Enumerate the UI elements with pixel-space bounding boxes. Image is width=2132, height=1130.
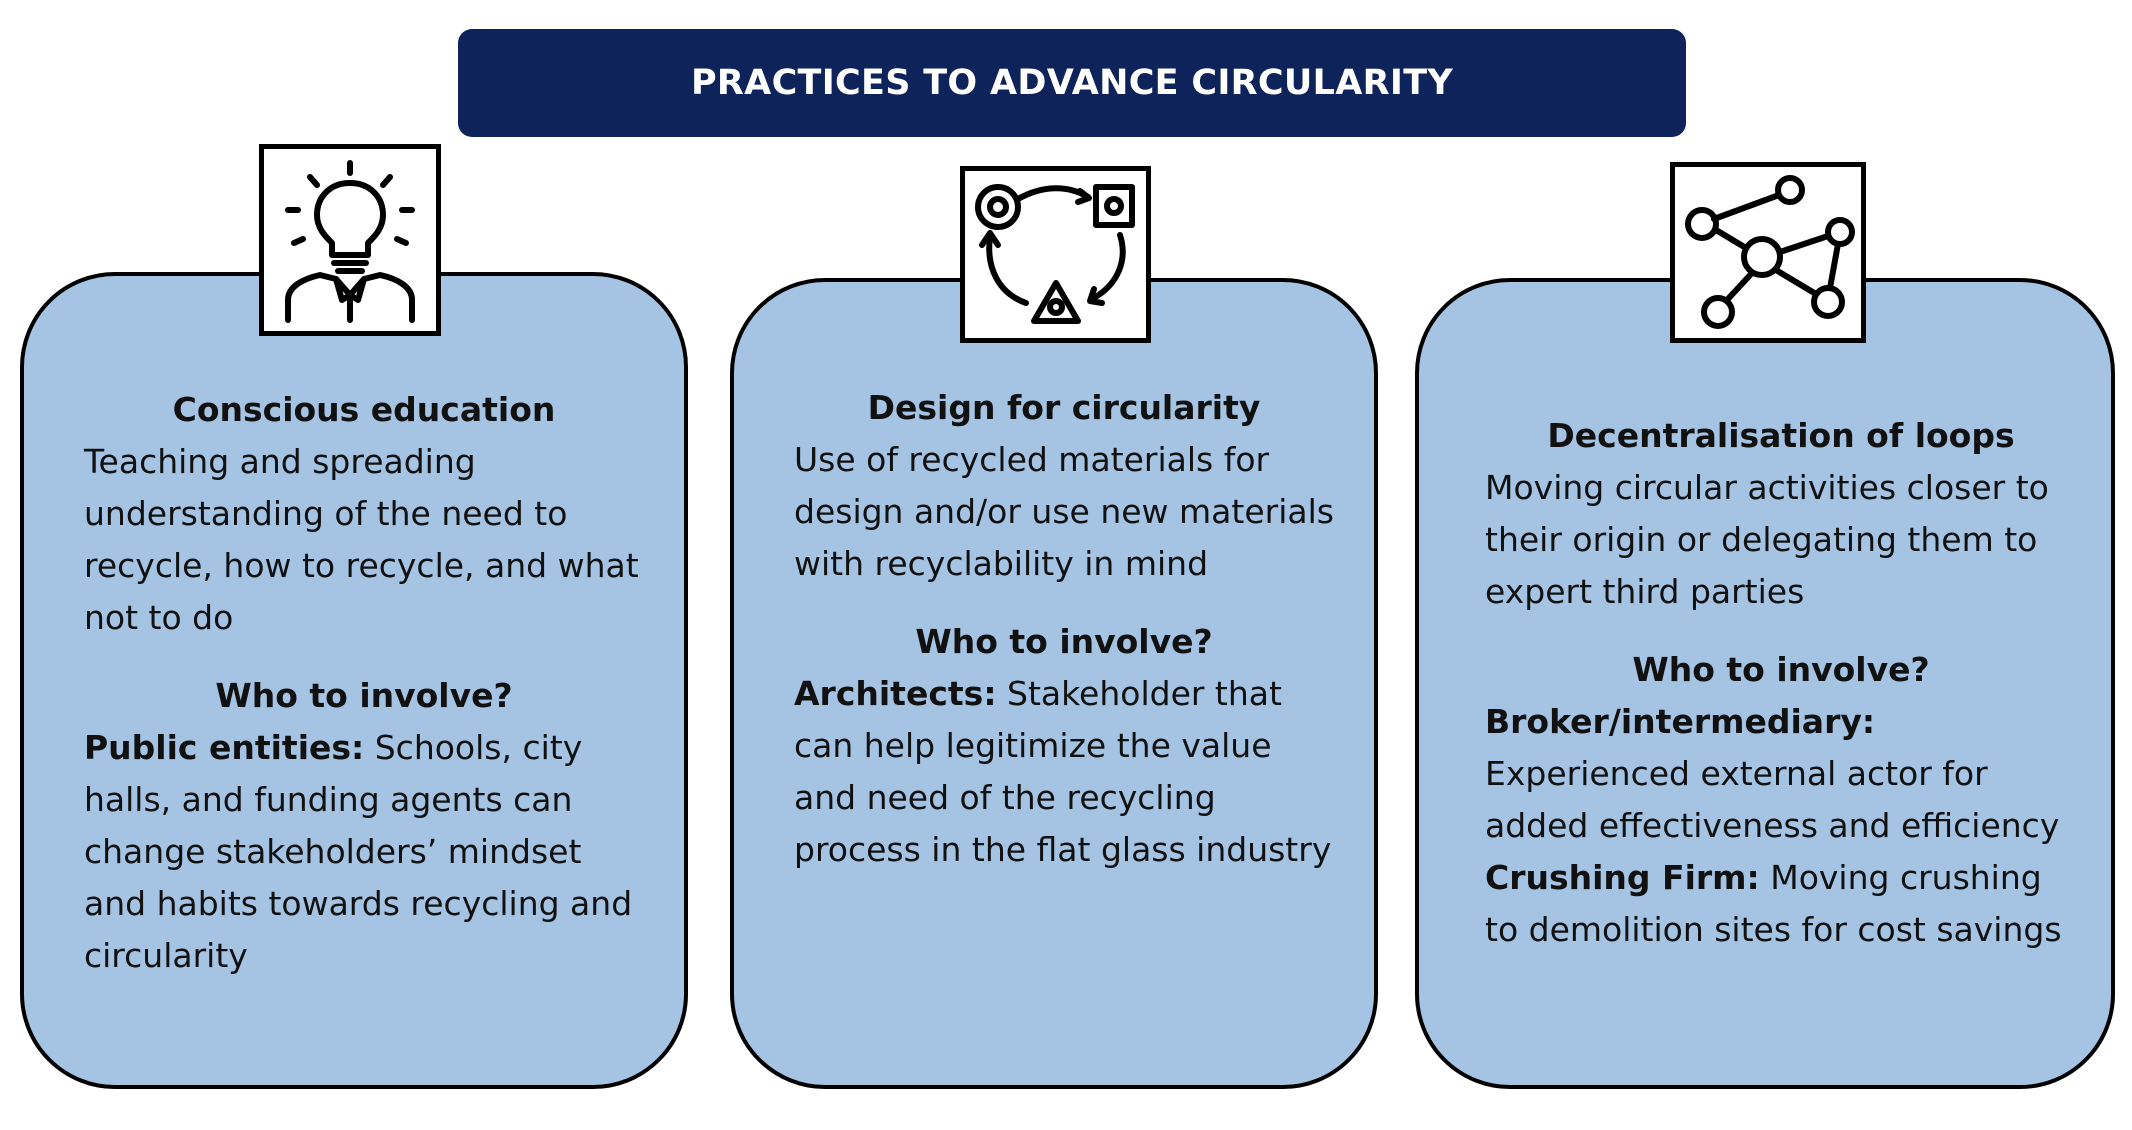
card-description: Teaching and spreading understanding of …	[84, 442, 639, 637]
card-conscious-education: Conscious education Teaching and spreadi…	[20, 272, 688, 1089]
involve-label: Architects:	[794, 674, 997, 713]
lightbulb-person-icon	[259, 144, 441, 336]
involve-item: Architects: Stakeholder that can help le…	[794, 668, 1334, 876]
involve-text: Stakeholder that can help legitimize the…	[794, 674, 1332, 869]
card-heading: Decentralisation of loops	[1547, 416, 2015, 455]
card-heading: Conscious education	[172, 390, 556, 429]
involve-item: Public entities: Schools, city halls, an…	[84, 722, 644, 982]
involve-text: Experienced external actor for added eff…	[1485, 754, 2060, 845]
involve-label: Broker/intermediary:	[1485, 702, 1876, 741]
involve-text: Moving crushing to demolition sites for …	[1485, 858, 2062, 949]
involve-label: Public entities:	[84, 728, 365, 767]
card-description: Use of recycled materials for design and…	[794, 440, 1334, 583]
who-to-involve-heading: Who to involve?	[1632, 650, 1930, 689]
circular-flow-icon	[960, 166, 1151, 343]
involve-label: Crushing Firm:	[1485, 858, 1760, 897]
card-decentralisation-of-loops: Decentralisation of loops Moving circula…	[1415, 278, 2115, 1089]
network-nodes-icon	[1670, 162, 1866, 343]
card-heading: Design for circularity	[867, 388, 1261, 427]
title-banner: PRACTICES TO ADVANCE CIRCULARITY	[458, 29, 1686, 137]
card-description: Moving circular activities closer to the…	[1485, 468, 2049, 611]
card-design-for-circularity: Design for circularity Use of recycled m…	[730, 278, 1378, 1089]
involve-item: Broker/intermediary: Experienced externa…	[1485, 696, 2077, 852]
who-to-involve-heading: Who to involve?	[215, 676, 513, 715]
who-to-involve-heading: Who to involve?	[915, 622, 1213, 661]
involve-item: Crushing Firm: Moving crushing to demoli…	[1485, 852, 2077, 956]
banner-title: PRACTICES TO ADVANCE CIRCULARITY	[690, 63, 1454, 103]
involve-text: Schools, city halls, and funding agents …	[84, 728, 633, 975]
